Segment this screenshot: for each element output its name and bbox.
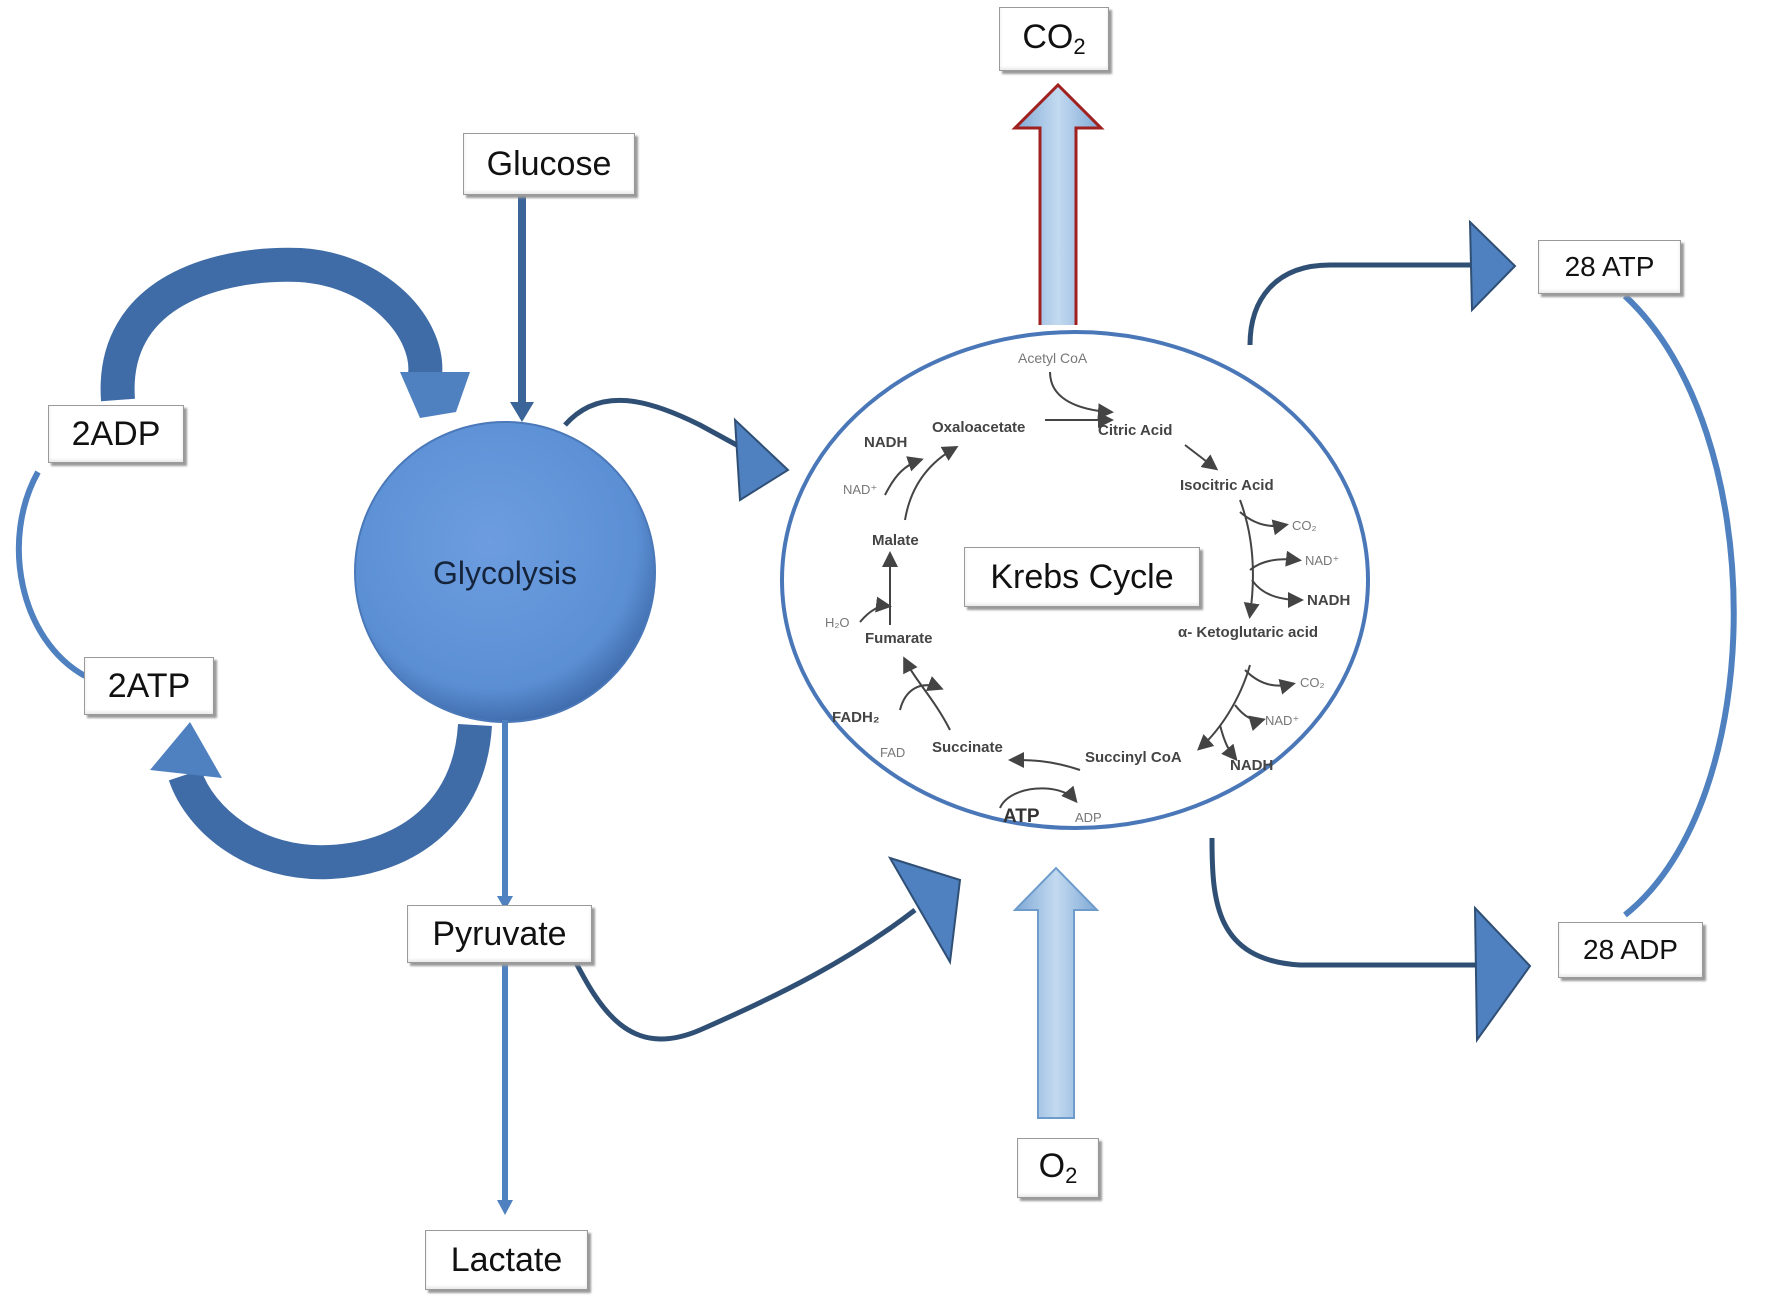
h2o-label: H₂O — [825, 615, 850, 630]
nadh-3-label: NADH — [1230, 757, 1273, 774]
fad-label: FAD — [880, 745, 905, 760]
nad-nadh-branch — [884, 456, 924, 496]
co2-1-label: CO₂ — [1292, 518, 1317, 533]
isocitric-acid-label: Isocitric Acid — [1180, 477, 1274, 494]
malate-label: Malate — [872, 532, 919, 549]
nadh-1-label: NADH — [864, 434, 907, 451]
fumarate-label: Fumarate — [865, 630, 933, 647]
h2o-branch — [859, 596, 892, 623]
adp-atp-connector-line — [15, 470, 87, 679]
co2-out-text: CO2 — [1022, 18, 1086, 59]
nad-3-branch — [1234, 704, 1266, 731]
atp-left-label: 2ATP — [84, 657, 214, 715]
adp-small-label: ADP — [1075, 810, 1102, 825]
succinate-fumarate-arrow — [903, 656, 951, 731]
adp-28-text: 28 ADP — [1583, 934, 1678, 965]
pyruvate-to-krebs-arrow — [569, 856, 962, 1042]
adp-28-label: 28 ADP — [1558, 922, 1703, 978]
glycolysis-to-atp-curved-arrow — [150, 722, 492, 880]
acetyl-coa-label: Acetyl CoA — [1018, 350, 1088, 366]
citric-isocitric-arrow — [1184, 444, 1219, 471]
malate-oxalo-arrow — [904, 446, 959, 521]
fadh2-label: FADH₂ — [832, 709, 880, 726]
atp-28-label: 28 ATP — [1538, 240, 1681, 294]
citric-acid-label: Citric Acid — [1098, 422, 1172, 439]
nad-3-label: NAD⁺ — [1265, 713, 1299, 728]
nad-2-label: NAD⁺ — [1305, 553, 1339, 568]
krebs-cycle-label: Krebs Cycle — [964, 547, 1200, 607]
keto-succinyl-arrow — [1197, 664, 1251, 751]
co2-2-branch — [1244, 669, 1296, 695]
co2-1-branch — [1239, 511, 1289, 536]
acetyl-entry-arrow — [1049, 371, 1114, 420]
cycle-labels: Acetyl CoA Oxaloacetate Citric Acid Isoc… — [825, 350, 1350, 827]
adp-left-text: 2ADP — [71, 414, 161, 453]
krebs-cycle-text: Krebs Cycle — [990, 557, 1174, 596]
adp-to-glycolysis-curved-arrow — [100, 247, 470, 418]
atp-adp-branch — [999, 785, 1078, 809]
succinate-label: Succinate — [932, 739, 1003, 756]
o2-in-label: O2 — [1017, 1138, 1099, 1198]
lactate-label: Lactate — [425, 1230, 588, 1290]
atp-adp-arc — [1622, 293, 1737, 918]
krebs-to-adp-arrow — [1209, 837, 1532, 1044]
fadh2-fad-branch — [899, 676, 944, 711]
isocitric-keto-arrow — [1239, 499, 1260, 619]
succinyl-succinate-arrow — [1008, 752, 1081, 771]
atp-small-label: ATP — [1003, 806, 1040, 827]
atp-left-text: 2ATP — [107, 666, 191, 705]
glucose-label: Glucose — [463, 133, 635, 195]
pyruvate-text: Pyruvate — [432, 914, 567, 953]
glycolysis-to-krebs-arrow — [563, 397, 790, 502]
co2-2-label: CO₂ — [1300, 675, 1325, 690]
lactate-text: Lactate — [450, 1240, 563, 1279]
krebs-to-atp-arrow — [1247, 219, 1517, 346]
nad-2-branch — [1249, 550, 1302, 571]
glycolysis-label: Glycolysis — [433, 555, 577, 591]
glycolysis-to-pyruvate-arrow — [497, 720, 513, 910]
atp-28-text: 28 ATP — [1564, 251, 1655, 282]
co2-out-label: CO2 — [999, 7, 1109, 71]
nadh-3-branch — [1219, 724, 1238, 762]
co2-output-arrow — [1011, 82, 1105, 325]
adp-left-label: 2ADP — [48, 405, 184, 463]
succinyl-coa-label: Succinyl CoA — [1085, 749, 1182, 766]
glucose-text: Glucose — [486, 144, 612, 183]
oxaloacetate-label: Oxaloacetate — [932, 419, 1025, 436]
nad-1-label: NAD⁺ — [843, 482, 877, 497]
o2-input-arrow — [1012, 866, 1100, 1119]
o2-in-text: O2 — [1038, 1147, 1078, 1188]
pyruvate-to-lactate-arrow — [497, 955, 513, 1215]
pyruvate-label: Pyruvate — [407, 905, 592, 963]
nadh-2-branch — [1251, 579, 1304, 608]
ketoglutaric-acid-label: α- Ketoglutaric acid — [1178, 624, 1318, 641]
glucose-to-glycolysis-arrow — [510, 185, 534, 422]
nadh-2-label: NADH — [1307, 592, 1350, 609]
cycle-reaction-arrows — [859, 371, 1304, 809]
